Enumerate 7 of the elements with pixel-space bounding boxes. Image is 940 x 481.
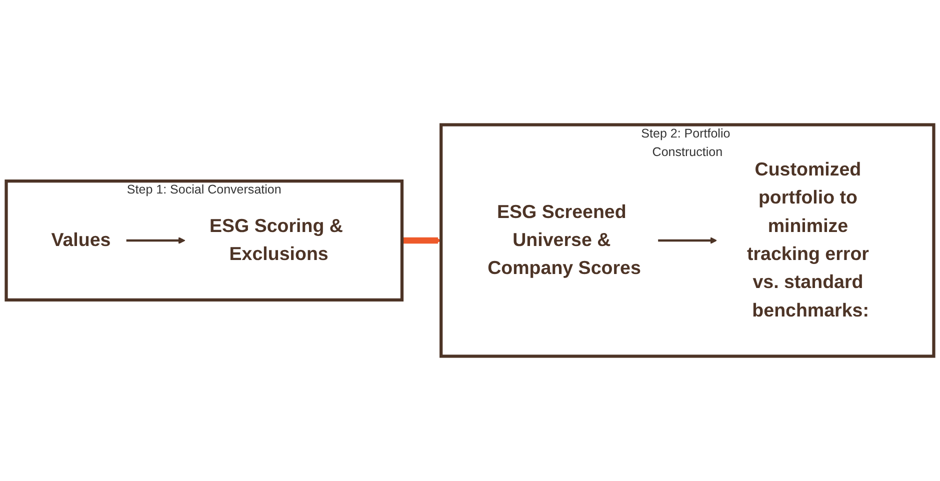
node-text: ESG Screened Universe & Company Scores bbox=[488, 201, 641, 279]
arrow bbox=[402, 237, 442, 244]
arrow bbox=[658, 237, 718, 244]
node-text: ESG Scoring & Exclusions bbox=[209, 215, 343, 265]
node-text: Values bbox=[51, 230, 111, 251]
arrow bbox=[126, 237, 186, 244]
node-text: Customized portfolio to minimize tracking error vs. standard benchmarks: bbox=[746, 159, 869, 322]
